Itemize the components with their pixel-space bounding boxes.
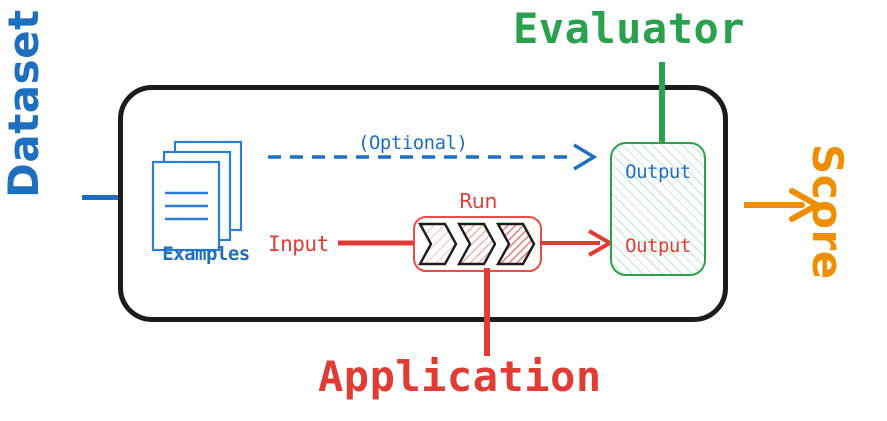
- examples-icon: [150, 138, 260, 273]
- score-orange-arrow: [744, 188, 820, 222]
- output-box: Output Output: [610, 142, 706, 276]
- dataset-label: Dataset: [0, 9, 48, 198]
- output-top-label: Output: [625, 161, 691, 183]
- run-label: Run: [459, 189, 498, 213]
- optional-edge-label: (Optional): [358, 132, 468, 154]
- optional-dashed-arrow: [268, 143, 598, 171]
- output-bottom-label: Output: [625, 235, 691, 257]
- application-label: Application: [318, 352, 602, 401]
- stacked-documents-icon: [151, 140, 243, 252]
- evaluator-connector-line: [659, 62, 665, 144]
- run-output-red-arrow: [540, 229, 612, 257]
- examples-label: Examples: [162, 243, 250, 265]
- evaluator-label: Evaluator: [513, 4, 746, 53]
- chevron-pipeline-icon: [418, 222, 536, 266]
- dataset-connector-line: [82, 195, 122, 200]
- input-edge-label: Input: [268, 232, 329, 256]
- pipeline-container: [118, 85, 728, 322]
- application-connector-line: [484, 268, 490, 356]
- score-label: Score: [803, 144, 852, 280]
